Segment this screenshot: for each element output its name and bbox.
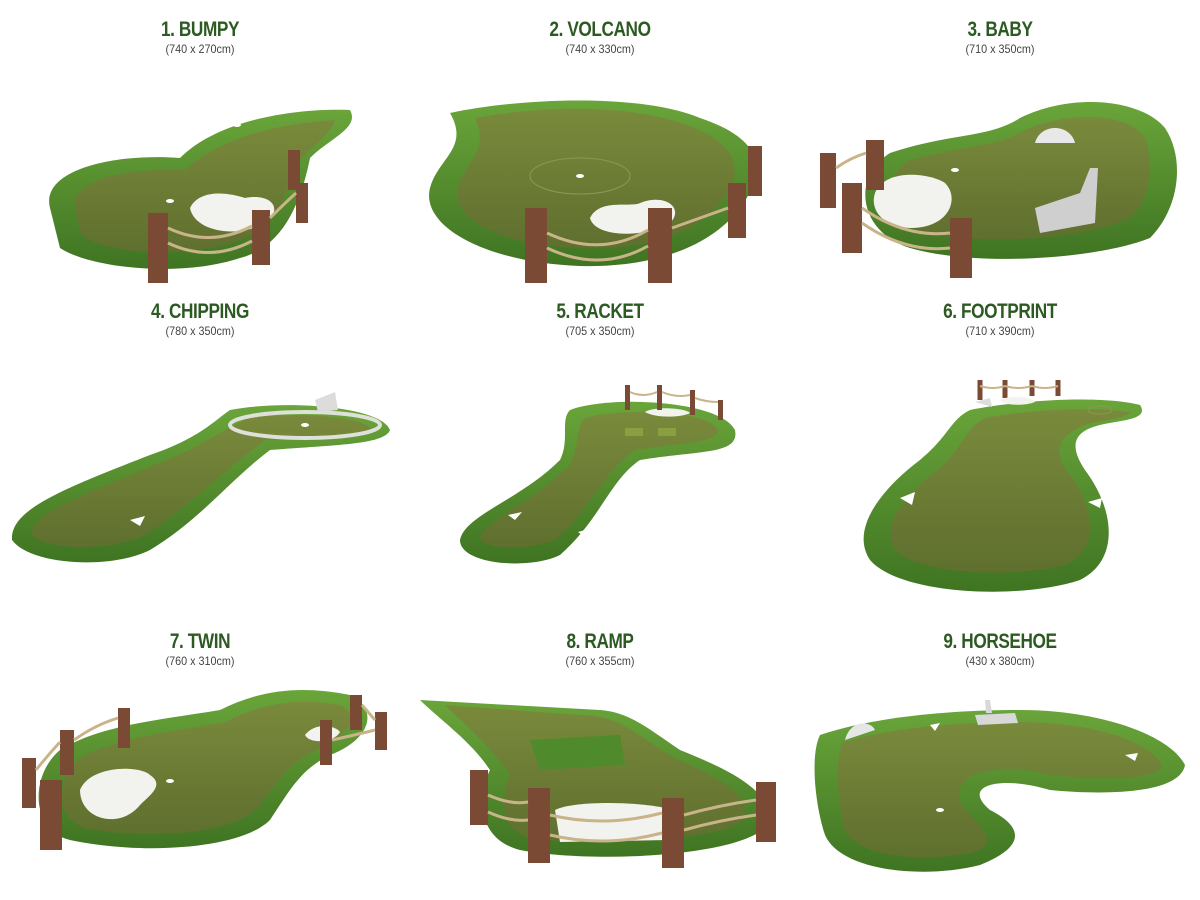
course-card-chipping[interactable]: 4. CHIPPING (780 x 350cm) bbox=[0, 300, 400, 563]
course-size: (740 x 270cm) bbox=[165, 42, 235, 56]
course-size: (705 x 350cm) bbox=[565, 324, 635, 338]
course-card-twin[interactable]: 7. TWIN (760 x 310cm) bbox=[0, 630, 400, 850]
course-title: 8. RAMP bbox=[566, 630, 634, 653]
course-card-footprint[interactable]: 6. FOOTPRINT (710 x 390cm) bbox=[800, 300, 1200, 592]
course-title: 5. RACKET bbox=[556, 300, 644, 323]
course-size: (710 x 350cm) bbox=[965, 42, 1035, 56]
course-title: 2. VOLCANO bbox=[549, 18, 651, 41]
course-size: (760 x 355cm) bbox=[565, 654, 635, 668]
course-size: (780 x 350cm) bbox=[165, 324, 235, 338]
course-title: 7. TWIN bbox=[169, 630, 231, 653]
course-size: (760 x 310cm) bbox=[165, 654, 235, 668]
course-title: 9. HORSEHOE bbox=[943, 630, 1057, 653]
course-card-baby[interactable]: 3. BABY (710 x 350cm) bbox=[800, 18, 1200, 278]
course-image-twin bbox=[22, 687, 387, 850]
course-title: 4. CHIPPING bbox=[151, 300, 249, 323]
course-card-ramp[interactable]: 8. RAMP (760 x 355cm) bbox=[400, 630, 800, 868]
course-image-ramp bbox=[420, 700, 776, 868]
course-card-bumpy[interactable]: 1. BUMPY (740 x 270cm) bbox=[0, 18, 400, 283]
course-image-horseshoe bbox=[814, 700, 1185, 872]
course-image-racket bbox=[460, 385, 736, 564]
course-image-footprint bbox=[863, 380, 1142, 592]
course-card-racket[interactable]: 5. RACKET (705 x 350cm) bbox=[400, 300, 800, 564]
course-card-horseshoe[interactable]: 9. HORSEHOE (430 x 380cm) bbox=[800, 630, 1200, 872]
course-title: 3. BABY bbox=[967, 18, 1033, 41]
course-card-volcano[interactable]: 2. VOLCANO (740 x 330cm) bbox=[400, 18, 800, 283]
course-image-volcano bbox=[429, 100, 762, 283]
course-title: 6. FOOTPRINT bbox=[943, 300, 1057, 323]
course-size: (430 x 380cm) bbox=[965, 654, 1035, 668]
course-size: (710 x 390cm) bbox=[965, 324, 1035, 338]
course-image-bumpy bbox=[49, 109, 352, 283]
course-image-chipping bbox=[11, 392, 390, 563]
course-title: 1. BUMPY bbox=[160, 18, 240, 41]
course-size: (740 x 330cm) bbox=[565, 42, 635, 56]
course-image-baby bbox=[820, 101, 1177, 278]
